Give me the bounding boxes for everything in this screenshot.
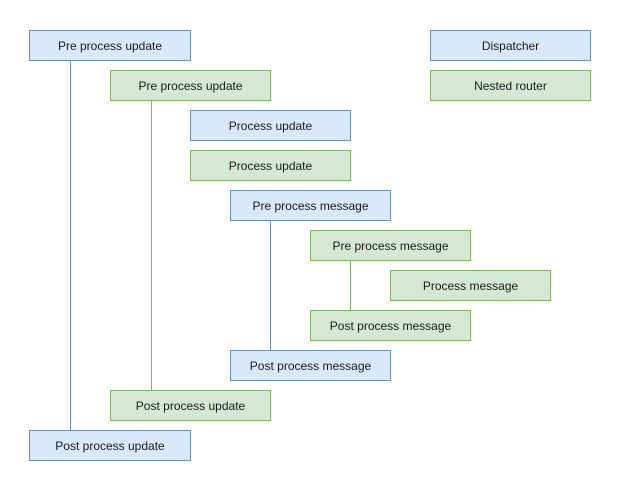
node-label: Process update bbox=[228, 158, 313, 173]
node-n5[interactable]: Pre process message bbox=[230, 190, 391, 221]
node-label: Pre process message bbox=[252, 198, 369, 213]
node-n4[interactable]: Process update bbox=[190, 150, 351, 181]
node-n6[interactable]: Pre process message bbox=[310, 230, 471, 261]
node-label: Pre process update bbox=[138, 78, 243, 93]
node-label: Post process message bbox=[329, 318, 452, 333]
legend-item-nested-router[interactable]: Nested router bbox=[430, 70, 591, 101]
connector-n5-to-n9 bbox=[270, 221, 271, 350]
node-n3[interactable]: Process update bbox=[190, 110, 351, 141]
node-n10[interactable]: Post process update bbox=[110, 390, 271, 421]
node-label: Pre process update bbox=[57, 38, 163, 53]
node-label: Process message bbox=[422, 278, 519, 293]
connector-n2-to-n10 bbox=[151, 101, 152, 390]
node-n8[interactable]: Post process message bbox=[310, 310, 471, 341]
node-label: Pre process message bbox=[332, 238, 449, 253]
node-n9[interactable]: Post process message bbox=[230, 350, 391, 381]
legend-item-label: Nested router bbox=[474, 78, 547, 93]
legend-item-dispatcher[interactable]: Dispatcher bbox=[430, 30, 591, 61]
node-n11[interactable]: Post process update bbox=[29, 430, 191, 461]
node-label: Process update bbox=[228, 118, 313, 133]
node-n7[interactable]: Process message bbox=[390, 270, 551, 301]
node-label: Post process update bbox=[135, 398, 246, 413]
node-n1[interactable]: Pre process update bbox=[29, 30, 191, 61]
connector-n1-to-n11 bbox=[70, 61, 71, 430]
node-n2[interactable]: Pre process update bbox=[110, 70, 271, 101]
connector-n6-to-n8 bbox=[350, 261, 351, 310]
node-label: Post process update bbox=[55, 438, 165, 453]
node-label: Post process message bbox=[249, 358, 372, 373]
legend-item-label: Dispatcher bbox=[481, 38, 540, 53]
